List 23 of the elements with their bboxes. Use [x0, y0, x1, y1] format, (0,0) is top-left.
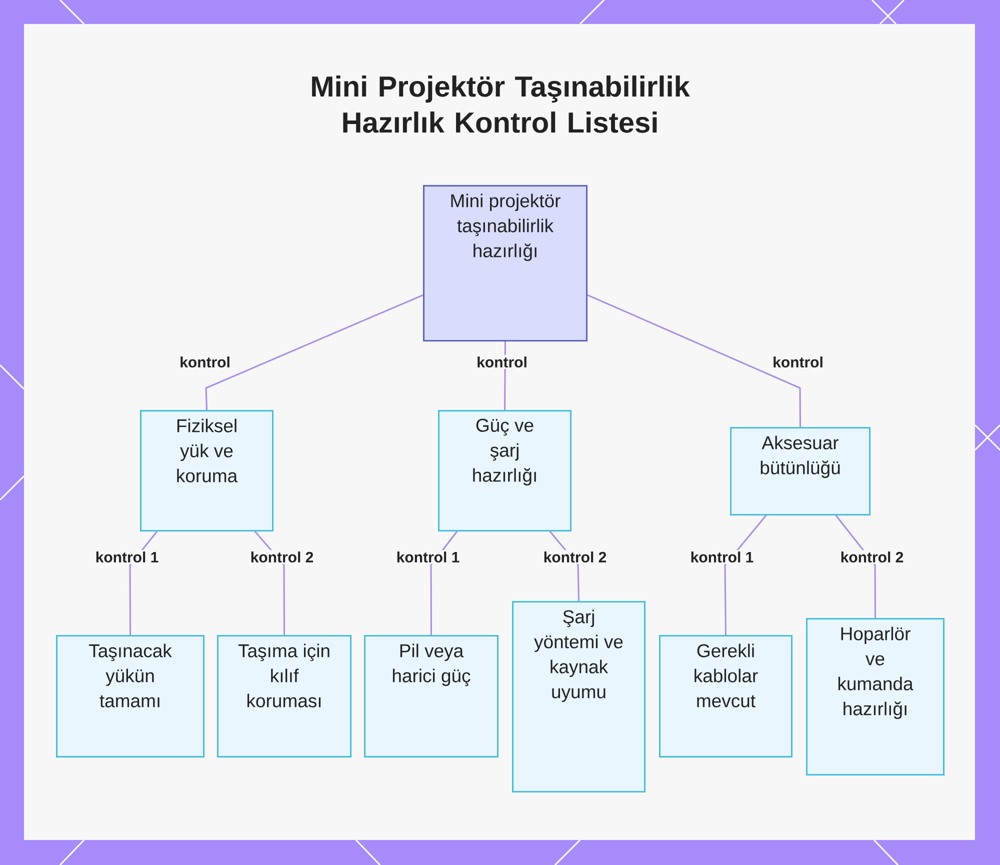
connector-line [587, 294, 801, 428]
edge-label: kontrol 2 [841, 552, 904, 562]
checklist-box: Hoparlör ve kumanda hazırlığı [806, 618, 944, 776]
root-box: Mini projektör taşınabilirlik hazırlığı [423, 185, 588, 342]
edge-label: kontrol [180, 356, 230, 368]
checklist-box: Pil veya harici güç [364, 635, 498, 758]
checklist-box: Taşıma için kılıf koruması [217, 635, 352, 758]
edge-label: kontrol 2 [544, 552, 606, 562]
checklist-box: Gerekli kablolar mevcut [659, 635, 792, 758]
edge-label: kontrol 1 [691, 552, 754, 562]
checklist-box: Şarj yöntemi ve kaynak uyumu [512, 601, 646, 792]
checklist-box: Aksesuar bütünlüğü [730, 427, 870, 516]
edge-label: kontrol 2 [251, 552, 314, 562]
title: Mini Projektör Taşınabilirlik Hazırlık Kontrol Listesi [312, 76, 690, 133]
checklist-box: Güç ve şarj hazırlığı [438, 410, 572, 532]
checklist-box: Fiziksel yük ve koruma [140, 410, 274, 532]
edge-label: kontrol [774, 356, 822, 368]
edge-label: kontrol 1 [96, 552, 158, 562]
edge-label: kontrol 1 [397, 552, 460, 562]
edge-label: kontrol [478, 356, 526, 368]
connector-line [205, 294, 424, 410]
connector-line [724, 515, 767, 636]
checklist-box: Taşınacak yükün tamamı [56, 635, 204, 758]
